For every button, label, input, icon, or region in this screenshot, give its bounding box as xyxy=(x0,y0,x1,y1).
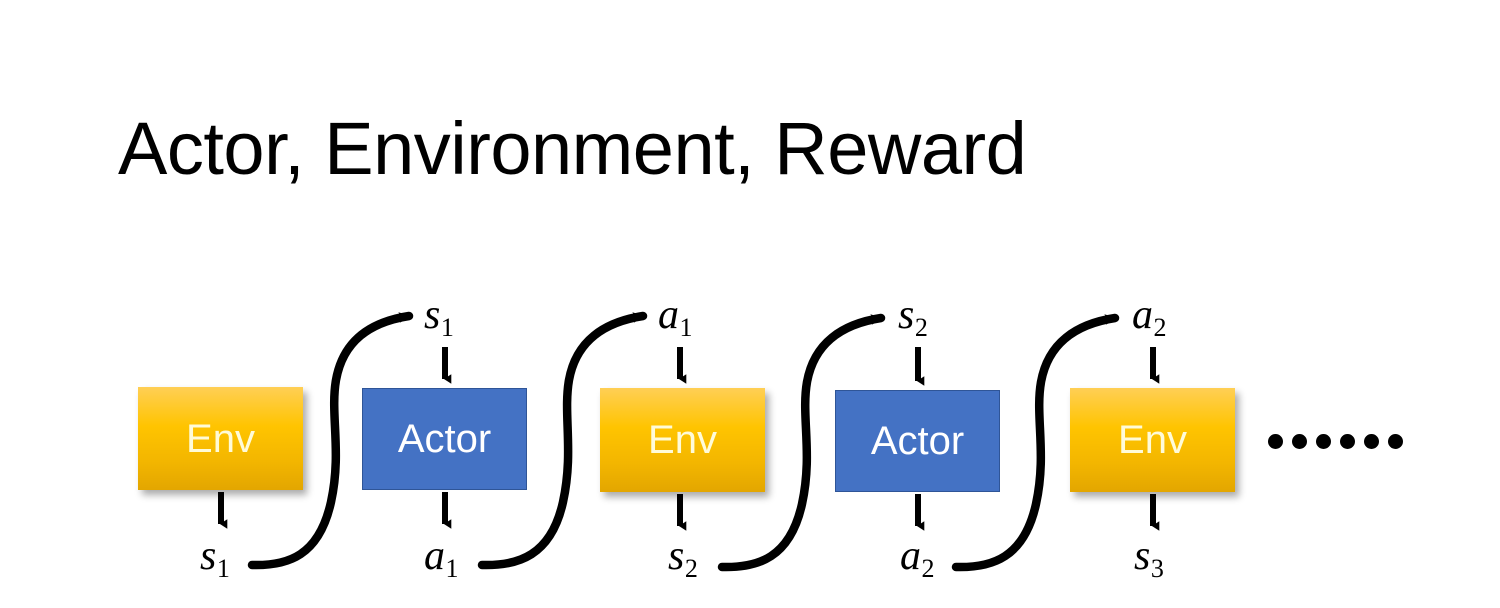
var-subscript: 2 xyxy=(921,553,935,583)
curved-connectors xyxy=(247,311,1120,572)
state-label-s3-bottom: s3 xyxy=(1134,533,1164,581)
action-label-a2-bottom: a2 xyxy=(900,533,935,581)
process-box-actor-2[interactable]: Actor xyxy=(835,390,1000,492)
var-base: a xyxy=(900,533,921,579)
page-title: Actor, Environment, Reward xyxy=(118,107,1027,190)
action-label-a2-top: a2 xyxy=(1132,292,1167,340)
ellipsis-dot xyxy=(1388,434,1403,449)
connector-a1-to-env2 xyxy=(477,311,648,570)
var-base: a xyxy=(658,292,679,338)
box-label: Env xyxy=(186,416,255,461)
box-label: Actor xyxy=(397,417,492,461)
process-box-env-2[interactable]: Env xyxy=(600,388,765,492)
box-label: Env xyxy=(1118,418,1187,462)
var-subscript: 1 xyxy=(440,312,454,342)
var-base: s xyxy=(898,292,915,338)
connector-s1-to-actor1 xyxy=(247,311,414,570)
ellipsis-continuation xyxy=(1268,434,1403,449)
var-base: s xyxy=(200,533,217,579)
ellipsis-dot xyxy=(1292,434,1307,449)
ellipsis-dot xyxy=(1268,434,1283,449)
var-subscript: 1 xyxy=(216,553,230,583)
state-label-s2-bottom: s2 xyxy=(668,533,698,581)
var-subscript: 1 xyxy=(445,553,459,583)
ellipsis-dot xyxy=(1364,434,1379,449)
var-base: s xyxy=(668,533,685,579)
ellipsis-dot xyxy=(1316,434,1331,449)
box-label: Env xyxy=(648,418,717,462)
process-box-actor-1[interactable]: Actor xyxy=(362,388,527,490)
ellipsis-dot xyxy=(1340,434,1355,449)
var-base: a xyxy=(424,533,445,579)
process-box-env-3[interactable]: Env xyxy=(1070,388,1235,492)
var-base: s xyxy=(424,292,441,338)
var-subscript: 2 xyxy=(684,553,698,583)
var-subscript: 2 xyxy=(914,312,928,342)
state-label-s1-bottom: s1 xyxy=(200,533,230,581)
connector-a2-to-env3 xyxy=(951,313,1120,572)
state-label-s1-top: s1 xyxy=(424,292,454,340)
var-subscript: 1 xyxy=(679,312,693,342)
box-label: Actor xyxy=(870,419,965,463)
var-subscript: 2 xyxy=(1153,312,1167,342)
var-base: a xyxy=(1132,292,1153,338)
process-box-env-1[interactable]: Env xyxy=(138,387,303,490)
down-arrows-out-of-boxes xyxy=(218,492,1160,531)
action-label-a1-bottom: a1 xyxy=(424,533,459,581)
action-label-a1-top: a1 xyxy=(658,292,693,340)
var-subscript: 3 xyxy=(1150,553,1164,583)
state-label-s2-top: s2 xyxy=(898,292,928,340)
down-arrows-into-boxes xyxy=(442,347,1160,386)
connector-s2-to-actor2 xyxy=(717,313,886,572)
var-base: s xyxy=(1134,533,1151,579)
